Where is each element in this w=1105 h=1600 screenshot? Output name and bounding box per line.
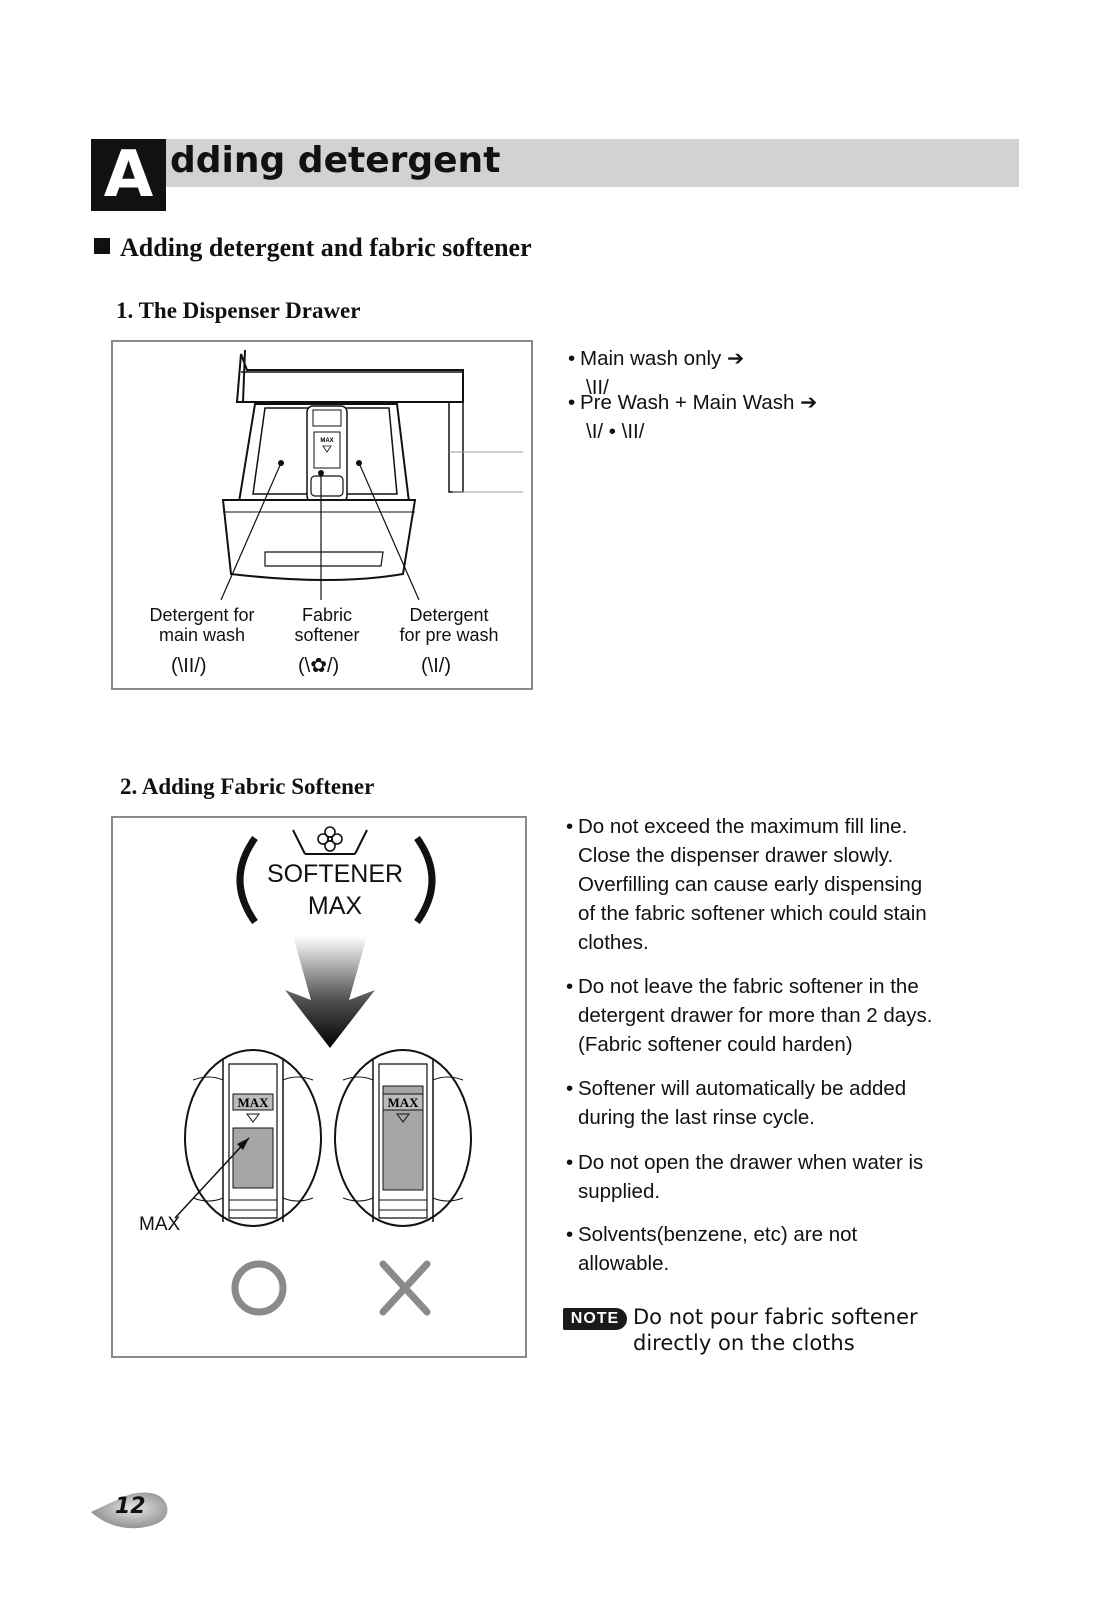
bullet-dot-icon: •: [566, 1223, 574, 1246]
max-pointer-label: MAX: [139, 1214, 181, 1235]
header-initial-letter: A: [91, 139, 166, 211]
cross-icon: [379, 1260, 431, 1316]
label-main-wash-line1: Detergent for: [149, 605, 255, 625]
label-main-wash-line2: main wash: [158, 625, 246, 645]
softener-badge-line2: MAX: [307, 892, 363, 920]
bullet-dot-icon: •: [566, 815, 574, 838]
note-line2: directly on the cloths: [633, 1331, 855, 1355]
page-number: 12: [115, 1494, 146, 1519]
bullet-line: Softener will automatically be added: [578, 1077, 907, 1100]
square-bullet-icon: [94, 238, 110, 254]
subtitle-dispenser-drawer: 1. The Dispenser Drawer: [116, 298, 361, 323]
note-line1: Do not pour fabric softener: [633, 1305, 918, 1329]
bullet-dot-icon: •: [568, 391, 576, 414]
header-bar: [91, 139, 1019, 187]
bullet-line: clothes.: [578, 931, 649, 954]
subtitle-adding-fabric-softener: 2. Adding Fabric Softener: [120, 774, 375, 799]
bullet-line: Solvents(benzene, etc) are not: [578, 1223, 858, 1246]
bullet-line: of the fabric softener which could stain: [578, 902, 927, 925]
label-pre-wash: Detergent for pre wash: [389, 605, 509, 645]
bullet-line: allowable.: [578, 1252, 670, 1275]
label-pre-wash-line1: Detergent: [409, 605, 489, 625]
softener-badge-line1: SOFTENER: [266, 860, 404, 888]
dispenser-drawer-panel: MAX Detergent for main wash Fabric softe…: [111, 340, 533, 690]
drawer-max-tag: MAX: [320, 438, 333, 444]
bullet-solvents: • Solvents(benzene, etc) are not allowab…: [566, 1220, 858, 1278]
label-main-wash: Detergent for main wash: [139, 605, 265, 645]
softener-symbol: (\✿/): [298, 655, 340, 677]
bullet-line: Overfilling can cause early dispensing: [578, 873, 923, 896]
bullet-pre-and-main-wash: • Pre Wash + Main Wash ➔ \I/ • \II/: [568, 388, 818, 446]
bullet-main-wash-symbol: \II/: [586, 376, 609, 399]
softener-max-badge: SOFTENER MAX: [265, 858, 405, 922]
bullet-line: supplied.: [578, 1180, 661, 1203]
bullet-max-fill: • Do not exceed the maximum fill line. C…: [566, 812, 927, 957]
bullet-main-wash-text: Main wash only ➔: [580, 347, 745, 370]
bullet-line: Do not leave the fabric softener in the: [578, 975, 919, 998]
section-title-text: Adding detergent and fabric softener: [120, 233, 532, 262]
bullet-dot-icon: •: [566, 1077, 574, 1100]
right-parenthesis-icon: [414, 835, 436, 925]
bullet-line: Close the dispenser drawer slowly.: [578, 844, 894, 867]
circle-icon: [231, 1260, 287, 1316]
label-softener-line1: Fabric: [301, 605, 352, 625]
page-title: dding detergent: [170, 140, 501, 181]
dispenser-drawer-illustration: MAX: [220, 349, 523, 601]
bullet-line: during the last rinse cycle.: [578, 1106, 816, 1129]
overfilled-zoom: MAX: [334, 1049, 472, 1227]
level-tag-left: MAX: [237, 1095, 269, 1110]
section-title: Adding detergent and fabric softener: [94, 231, 532, 265]
bullet-leave-softener: • Do not leave the fabric softener in th…: [566, 972, 933, 1059]
note-text: Do not pour fabric softener directly on …: [633, 1304, 918, 1356]
down-arrow-icon: [285, 936, 375, 1048]
bullet-line: Do not exceed the maximum fill line.: [578, 815, 908, 838]
label-pre-wash-line2: for pre wash: [399, 625, 499, 645]
bullet-last-rinse: • Softener will automatically be added d…: [566, 1074, 907, 1132]
level-tag-right: MAX: [387, 1095, 419, 1110]
softener-illustration: MAX MAX: [174, 826, 472, 1316]
fabric-softener-panel: MAX MAX SOFTENER: [111, 816, 527, 1358]
bullet-main-wash-only: • Main wash only ➔ \II/: [568, 344, 745, 402]
page-number-badge-icon: [91, 1492, 168, 1529]
flower-icon: [317, 826, 343, 852]
bullet-pre-main-symbol: \I/ • \II/: [586, 420, 645, 443]
bullet-pre-main-text: Pre Wash + Main Wash ➔: [580, 391, 818, 414]
bullet-line: Do not open the drawer when water is: [578, 1151, 924, 1174]
label-fabric-softener: Fabric softener: [277, 605, 377, 645]
left-parenthesis-icon: [236, 835, 258, 925]
main-wash-symbol: (\II/): [171, 655, 207, 677]
pre-wash-symbol: (\I/): [421, 655, 451, 677]
note-badge: NOTE: [563, 1308, 627, 1330]
label-softener-line2: softener: [294, 625, 360, 645]
bullet-do-not-open: • Do not open the drawer when water is s…: [566, 1148, 924, 1206]
bullet-dot-icon: •: [566, 1151, 574, 1174]
bullet-dot-icon: •: [568, 347, 576, 370]
correct-fill-zoom: MAX: [184, 1049, 322, 1227]
bullet-dot-icon: •: [566, 975, 574, 998]
bullet-line: detergent drawer for more than 2 days.: [578, 1004, 933, 1027]
bullet-line: (Fabric softener could harden): [578, 1033, 853, 1056]
